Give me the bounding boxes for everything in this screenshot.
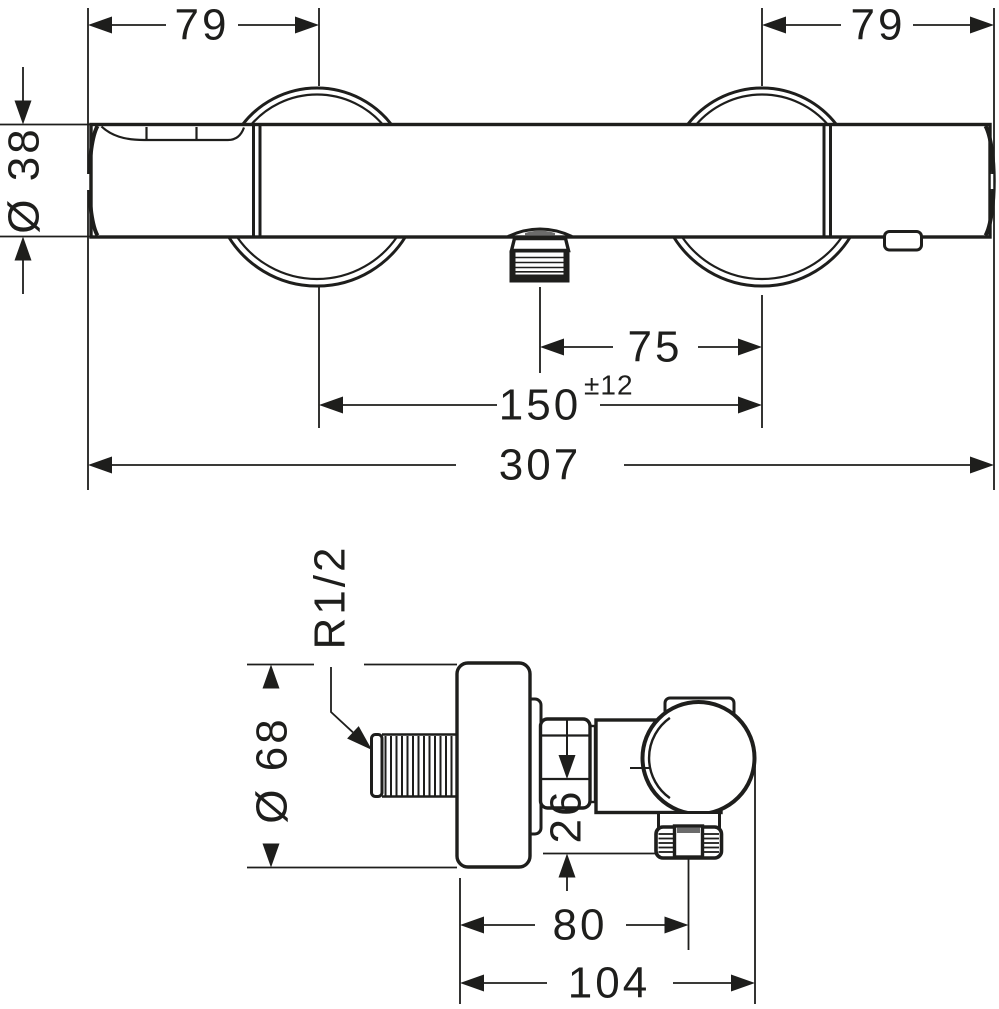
handle-joint-left xyxy=(252,126,262,236)
arrowhead xyxy=(558,853,576,878)
arrowhead xyxy=(14,100,32,125)
arrowhead xyxy=(262,843,280,868)
dim-label: 26 xyxy=(542,789,591,844)
grip-recess-curve xyxy=(100,125,246,142)
arrowhead xyxy=(88,456,112,474)
outlet-collar xyxy=(509,236,571,253)
dim-307: 307 xyxy=(88,441,994,490)
dim-150: 150 ±12 xyxy=(318,286,762,430)
side-view: Ø 68 R1/2 26 80 xyxy=(247,545,757,1008)
arrowhead xyxy=(460,916,484,934)
dim-label: 150 xyxy=(499,381,581,430)
wall-escutcheon-left xyxy=(227,86,407,288)
dim-79-right: 79 xyxy=(761,1,995,490)
left-handle-cap xyxy=(87,125,100,237)
nipple-threads xyxy=(384,736,453,796)
leader-line xyxy=(330,667,354,733)
arrowhead xyxy=(731,974,755,992)
connector-port-shade xyxy=(677,827,700,833)
dim-label: 307 xyxy=(499,441,581,490)
escutcheon-arc xyxy=(236,236,398,281)
dim-79-left: 79 xyxy=(87,1,320,490)
escutcheon-arc xyxy=(227,236,407,288)
dim-26: 26 xyxy=(542,755,655,891)
dim-104: 104 xyxy=(460,765,756,1008)
arrowhead xyxy=(558,755,576,779)
dim-label: Ø 68 xyxy=(248,716,297,823)
outlet-thread-side xyxy=(563,250,570,283)
front-view: 79 79 Ø 38 75 xyxy=(0,1,996,490)
arrowhead xyxy=(970,16,994,34)
arrowhead xyxy=(295,16,319,34)
arrowhead xyxy=(88,16,112,34)
outlet-dome-shade xyxy=(525,230,555,236)
arrowhead xyxy=(540,338,564,356)
escutcheon-arc xyxy=(686,86,838,126)
label-thread-r12: R1/2 xyxy=(306,545,372,750)
connector-threads xyxy=(658,833,719,853)
arrowhead xyxy=(14,236,32,261)
arrowhead xyxy=(262,664,280,689)
dim-label: 79 xyxy=(851,1,906,50)
handle-joint-right xyxy=(822,126,832,236)
arrowhead xyxy=(738,396,762,414)
escutcheon-arc xyxy=(241,86,393,126)
arrowhead xyxy=(460,974,484,992)
hose-connector xyxy=(654,811,724,860)
arrowhead xyxy=(970,456,994,474)
dim-label: 104 xyxy=(568,959,650,1008)
shower-outlet xyxy=(507,227,573,283)
dim-label: Ø 38 xyxy=(0,126,49,233)
thread-label: R1/2 xyxy=(306,545,355,650)
escutcheon-arc xyxy=(695,93,829,126)
dim-diameter-38: Ø 38 xyxy=(0,67,90,294)
dim-80: 80 xyxy=(459,857,690,1004)
arrowhead xyxy=(319,396,343,414)
escutcheon-arc xyxy=(681,236,843,281)
outlet-thread-side xyxy=(509,250,516,283)
escutcheon-arc xyxy=(672,236,852,288)
escutcheon-disc xyxy=(455,661,532,869)
arrowhead xyxy=(664,916,689,934)
outlet-dome xyxy=(507,227,573,238)
handle-grip-recess xyxy=(100,125,246,142)
escutcheon-arc xyxy=(250,93,384,126)
arrowhead xyxy=(347,726,372,750)
arrowhead xyxy=(762,16,786,34)
dim-label: 80 xyxy=(553,901,608,950)
dim-75: 75 xyxy=(539,287,763,428)
dim-label: 75 xyxy=(628,323,683,372)
wall-escutcheon-right xyxy=(672,86,852,288)
outlet-thread-bottom xyxy=(509,274,570,283)
nipple-cap xyxy=(370,733,384,798)
handle-button xyxy=(883,230,923,252)
knob-inner-arc xyxy=(647,716,671,800)
dim-tolerance: ±12 xyxy=(584,370,634,401)
wall-nipple xyxy=(370,733,457,798)
dim-diameter-68: Ø 68 xyxy=(247,663,457,869)
dim-label: 79 xyxy=(175,1,230,50)
mixer-body xyxy=(89,122,992,239)
handle-knob xyxy=(640,700,757,816)
arrowhead xyxy=(738,338,762,356)
